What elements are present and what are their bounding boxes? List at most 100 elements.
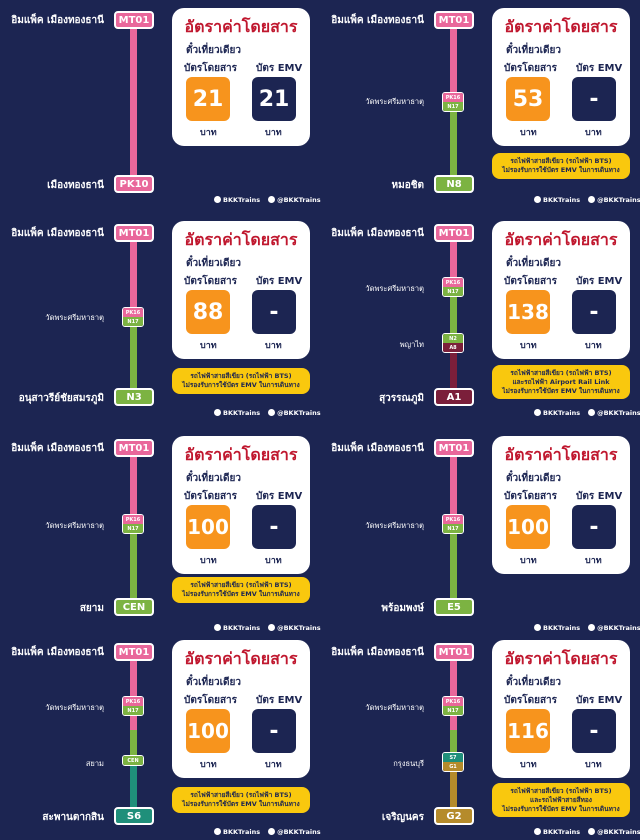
emv-price: - xyxy=(252,709,296,753)
origin-station-name: อิมแพ็ค เมืองทองธานี xyxy=(11,443,104,454)
baht-label: บาท xyxy=(265,128,282,138)
origin-station-name: อิมแพ็ค เมืองทองธานี xyxy=(331,443,424,454)
ticket-label: บัตรโดยสาร xyxy=(504,276,558,287)
facebook-icon xyxy=(534,828,541,835)
ticket-price: 21 xyxy=(186,77,230,121)
emv-not-supported-note: รถไฟฟ้าสายสีเขียว (รถไฟฟ้า BTS) ไม่รองรั… xyxy=(172,787,310,813)
baht-label: บาท xyxy=(520,128,537,138)
baht-label: บาท xyxy=(265,341,282,351)
social-links: BKKTrains@BKKTrains xyxy=(534,624,640,632)
pink-line-segment xyxy=(130,448,137,532)
facebook-handle: BKKTrains xyxy=(223,624,261,632)
origin-station-badge: MT01 xyxy=(114,11,154,29)
krung-thon-buri-station-name: กรุงธนบุรี xyxy=(393,759,424,768)
destination-station-name: หมอชิต xyxy=(391,180,424,191)
x-handle: @BKKTrains xyxy=(597,409,640,417)
ticket-price: 88 xyxy=(186,290,230,334)
x-handle: @BKKTrains xyxy=(277,196,321,204)
x-icon xyxy=(588,624,596,631)
facebook-icon xyxy=(214,196,221,203)
fare-card: อัตราค่าโดยสาร ตั๋วเที่ยวเดียว บัตรโดยสา… xyxy=(492,436,630,574)
social-links: BKKTrains @BKKTrains xyxy=(534,409,640,417)
x-icon xyxy=(268,828,276,835)
emv-not-supported-note: รถไฟฟ้าสายสีเขียว (รถไฟฟ้า BTS) ไม่รองรั… xyxy=(172,577,310,603)
fare-card-title: อัตราค่าโดยสาร xyxy=(184,649,298,668)
origin-station-badge: MT01 xyxy=(434,643,474,661)
facebook-handle: BKKTrains xyxy=(543,828,581,836)
facebook-icon xyxy=(534,409,541,416)
emv-label: บัตร EMV xyxy=(256,63,303,74)
fare-card-title: อัตราค่าโดยสาร xyxy=(504,649,618,668)
fare-panel-saphan-taksin: อิมแพ็ค เมืองทองธานี MT01 วัดพระศรีมหาธา… xyxy=(0,632,321,840)
facebook-icon xyxy=(214,828,221,835)
x-icon xyxy=(588,196,596,203)
emv-price: 21 xyxy=(252,77,296,121)
origin-station-badge: MT01 xyxy=(114,224,154,242)
note-line: และรถไฟฟ้าสายสีทอง xyxy=(530,795,592,804)
baht-label: บาท xyxy=(200,128,217,138)
transfer-green-code: N17 xyxy=(443,524,463,533)
emv-not-supported-note: รถไฟฟ้าสายสีเขียว (รถไฟฟ้า BTS) ไม่รองรั… xyxy=(492,153,630,179)
destination-station-name: อนุสาวรีย์ชัยสมรภูมิ xyxy=(18,393,104,404)
destination-station-badge: G2 xyxy=(434,807,474,825)
transfer-green-code: N17 xyxy=(443,102,463,111)
destination-station-name: เจริญนคร xyxy=(381,812,424,823)
baht-label: บาท xyxy=(265,760,282,770)
siam-station-badge: CEN xyxy=(122,755,144,766)
fare-panel-siam: อิมแพ็ค เมืองทองธานี MT01 วัดพระศรีมหาธา… xyxy=(0,428,321,638)
krung-thon-buri-gold-code: G1 xyxy=(443,762,463,771)
transfer-pink-code: PK16 xyxy=(443,697,463,706)
ticket-label: บัตรโดยสาร xyxy=(504,63,558,74)
pink-line-segment xyxy=(130,20,137,180)
transfer-station-name: วัดพระศรีมหาธาตุ xyxy=(45,521,104,530)
baht-label: บาท xyxy=(585,760,602,770)
transfer-station-name: วัดพระศรีมหาธาตุ xyxy=(365,97,424,106)
facebook-handle: BKKTrains xyxy=(543,624,581,632)
destination-station-name: สยาม xyxy=(79,603,104,614)
emv-label: บัตร EMV xyxy=(256,491,303,502)
transfer-station-badge: PK16 N17 xyxy=(122,514,144,534)
fare-panel-muang-thong-thani: อิมแพ็ค เมืองทองธานี MT01 เมืองทองธานี P… xyxy=(0,0,321,210)
emv-label: บัตร EMV xyxy=(576,63,623,74)
fare-card-title: อัตราค่าโดยสาร xyxy=(184,445,298,464)
baht-label: บาท xyxy=(585,341,602,351)
note-line: ไม่รองรับการใช้บัตร EMV ในการเดินทาง xyxy=(182,799,300,808)
note-line: และรถไฟฟ้า Airport Rail Link xyxy=(512,377,610,386)
emv-label: บัตร EMV xyxy=(256,695,303,706)
phaya-thai-station-badge: N2 A8 xyxy=(442,333,464,353)
social-links: BKKTrains@BKKTrains xyxy=(214,409,329,417)
facebook-handle: BKKTrains xyxy=(543,409,581,417)
green-line-segment xyxy=(450,730,457,760)
transfer-station-badge: PK16 N17 xyxy=(442,277,464,297)
gold-line-segment xyxy=(450,760,457,814)
single-journey-label: ตั๋วเที่ยวเดียว xyxy=(186,473,241,484)
emv-label: บัตร EMV xyxy=(576,276,623,287)
phaya-thai-green-code: N2 xyxy=(443,334,463,343)
ticket-label: บัตรโดยสาร xyxy=(504,491,558,502)
x-handle: @BKKTrains xyxy=(597,828,640,836)
x-icon xyxy=(268,624,276,631)
emv-price: - xyxy=(252,505,296,549)
baht-label: บาท xyxy=(200,760,217,770)
phaya-thai-station-name: พญาไท xyxy=(399,340,424,349)
transfer-green-code: N17 xyxy=(443,706,463,715)
emv-label: บัตร EMV xyxy=(576,695,623,706)
destination-station-badge: N3 xyxy=(114,388,154,406)
fare-card: อัตราค่าโดยสาร ตั๋วเที่ยวเดียว บัตรโดยสา… xyxy=(172,221,310,359)
facebook-handle: BKKTrains xyxy=(223,828,261,836)
transfer-green-code: N17 xyxy=(443,287,463,296)
emv-price: - xyxy=(252,290,296,334)
note-line: ไม่รองรับการใช้บัตร EMV ในการเดินทาง xyxy=(182,589,300,598)
transfer-green-code: N17 xyxy=(123,317,143,326)
ticket-label: บัตรโดยสาร xyxy=(184,491,238,502)
destination-station-name: เมืองทองธานี xyxy=(47,180,104,191)
green-line-segment xyxy=(130,532,137,610)
emv-price: - xyxy=(572,505,616,549)
ticket-price: 53 xyxy=(506,77,550,121)
fare-card: อัตราค่าโดยสาร ตั๋วเที่ยวเดียว บัตรโดยสา… xyxy=(492,221,630,359)
silom-line-segment xyxy=(130,760,137,814)
ticket-label: บัตรโดยสาร xyxy=(184,276,238,287)
krung-thon-buri-silom-code: S7 xyxy=(443,753,463,762)
ticket-label: บัตรโดยสาร xyxy=(504,695,558,706)
facebook-handle: BKKTrains xyxy=(223,196,261,204)
